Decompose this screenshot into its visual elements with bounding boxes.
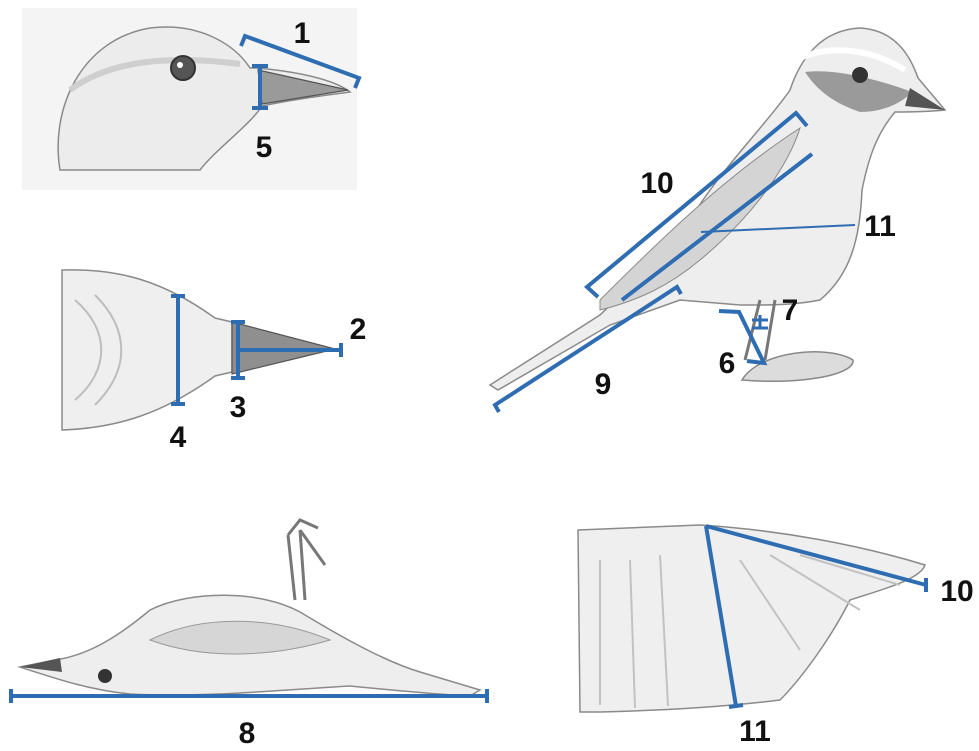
label-11-perched: 11 [864, 210, 896, 243]
wing-sketch [578, 525, 925, 712]
wing-panel: 10 11 [578, 525, 974, 748]
bill-top-panel: 2 3 4 [62, 270, 366, 454]
label-11-wing: 11 [739, 715, 771, 748]
head-eye [171, 56, 195, 80]
label-8: 8 [239, 717, 256, 750]
perched-bird-panel: 10 11 7 6 9 [490, 28, 945, 412]
perched-bird-eye [852, 67, 868, 83]
label-9: 9 [595, 368, 612, 401]
head-top-sketch [62, 270, 232, 430]
label-7: 7 [782, 294, 799, 327]
lying-bird-panel: 8 [11, 520, 487, 750]
label-5: 5 [256, 131, 273, 164]
label-3: 3 [230, 391, 247, 424]
lying-bird-eye [98, 669, 112, 683]
head-side-panel: 1 5 [22, 8, 359, 190]
lying-bird-feet [288, 520, 325, 600]
label-10-wing: 10 [940, 575, 973, 608]
label-6: 6 [719, 347, 736, 380]
head-eye-highlight [177, 62, 183, 68]
label-2: 2 [350, 313, 367, 346]
label-1: 1 [294, 17, 311, 50]
label-4: 4 [170, 421, 187, 454]
label-10-perched: 10 [640, 167, 673, 200]
